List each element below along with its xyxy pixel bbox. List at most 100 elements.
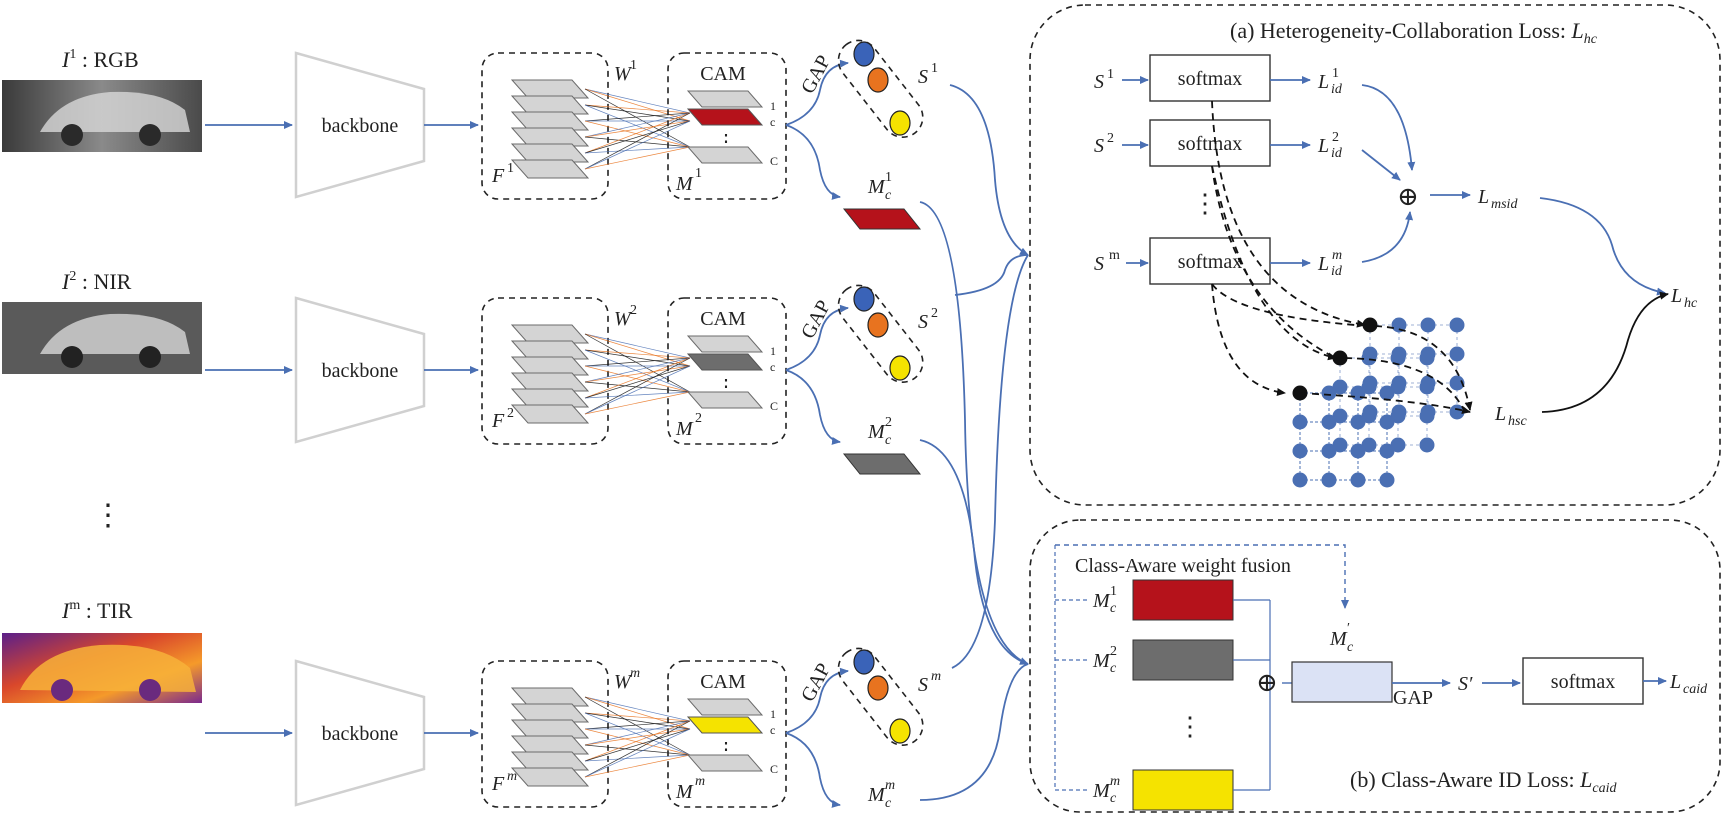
feature-node bbox=[1292, 414, 1308, 430]
cam-label: CAM bbox=[700, 63, 746, 85]
svg-text:L: L bbox=[1669, 671, 1681, 693]
svg-text:c: c bbox=[1347, 640, 1354, 655]
backbone-label: backbone bbox=[322, 723, 399, 745]
gap-label: GAP bbox=[797, 660, 835, 706]
svg-text:m: m bbox=[695, 774, 705, 789]
svg-text:m: m bbox=[1109, 248, 1120, 263]
panel-a: (a) Heterogeneity-Collaboration Loss: Lh… bbox=[1029, 4, 1721, 506]
feature-node bbox=[1321, 443, 1337, 459]
feature-node bbox=[1321, 414, 1337, 430]
feature-node bbox=[1390, 437, 1406, 453]
svg-text:L: L bbox=[1494, 403, 1506, 425]
svg-text:softmax: softmax bbox=[1178, 251, 1242, 273]
backbone-block bbox=[294, 296, 426, 444]
weight-symbol: W bbox=[614, 671, 633, 693]
backbone-block bbox=[294, 51, 426, 199]
svg-text:1: 1 bbox=[770, 707, 776, 721]
svg-text:id: id bbox=[1331, 82, 1343, 97]
svg-text:C: C bbox=[770, 399, 778, 413]
svg-text:m: m bbox=[885, 778, 895, 793]
feature-node bbox=[1420, 317, 1436, 333]
backbone-label: backbone bbox=[322, 360, 399, 382]
svg-text:2: 2 bbox=[1110, 644, 1117, 659]
feature-node bbox=[1419, 379, 1435, 395]
svg-text:1: 1 bbox=[770, 99, 776, 113]
mc-symbol: M bbox=[867, 176, 886, 198]
s-prime: S′ bbox=[1458, 673, 1473, 695]
feature-node bbox=[1419, 408, 1435, 424]
svg-text:1: 1 bbox=[507, 161, 514, 176]
svg-text:1: 1 bbox=[885, 170, 892, 185]
anchor-node bbox=[1362, 317, 1378, 333]
input-nir: I2 : NIR bbox=[2, 269, 202, 374]
svg-text:c: c bbox=[1110, 791, 1117, 806]
input-tir: Im : TIR bbox=[2, 598, 202, 703]
svg-text:1: 1 bbox=[931, 61, 938, 76]
cam-box bbox=[667, 660, 787, 808]
svg-text:1: 1 bbox=[1110, 584, 1117, 599]
svg-text:c: c bbox=[770, 723, 775, 737]
feature-node bbox=[1332, 379, 1348, 395]
svg-text:softmax: softmax bbox=[1551, 671, 1615, 693]
svg-text:c: c bbox=[885, 433, 892, 448]
mc-symbol: M bbox=[867, 421, 886, 443]
softmax-box-2: softmax bbox=[1149, 119, 1271, 167]
softmax-box-1: softmax bbox=[1149, 54, 1271, 102]
svg-text:2: 2 bbox=[1107, 131, 1114, 146]
feature-node bbox=[1379, 385, 1395, 401]
connectors bbox=[919, 84, 1029, 801]
sum-icon: ⊕ bbox=[1397, 182, 1419, 211]
svg-text:c: c bbox=[1110, 661, 1117, 676]
svg-text:1: 1 bbox=[770, 344, 776, 358]
panel-b-frame bbox=[1029, 519, 1721, 813]
svg-text:S: S bbox=[1094, 253, 1104, 275]
svg-text:S: S bbox=[1094, 71, 1104, 93]
caid-softmax-box: softmax bbox=[1522, 657, 1644, 705]
input-symbol: I bbox=[61, 269, 71, 294]
feature-node bbox=[1321, 385, 1337, 401]
score-capsule bbox=[837, 39, 924, 138]
feature-node bbox=[1332, 408, 1348, 424]
feature-node bbox=[1361, 350, 1377, 366]
svg-text:id: id bbox=[1331, 146, 1343, 161]
feature-node bbox=[1449, 375, 1465, 391]
svg-text:m: m bbox=[1110, 774, 1120, 789]
svg-text:1: 1 bbox=[630, 58, 637, 73]
svg-text:m: m bbox=[1332, 248, 1342, 263]
svg-text:S: S bbox=[1094, 135, 1104, 157]
softmax-ellipsis: ⋮ bbox=[1192, 189, 1218, 218]
svg-text:1: 1 bbox=[1332, 66, 1339, 81]
panel-b-gap: GAP bbox=[1393, 687, 1433, 709]
svg-text:1: 1 bbox=[695, 166, 702, 181]
cam-label: CAM bbox=[700, 308, 746, 330]
svg-text:c: c bbox=[885, 188, 892, 203]
svg-text:Im : TIR: Im : TIR bbox=[61, 598, 133, 623]
input-symbol: I bbox=[61, 47, 71, 72]
fusion-sum-icon: ⊕ bbox=[1256, 668, 1278, 697]
weight-symbol: W bbox=[614, 63, 633, 85]
panel-a-title: (a) Heterogeneity-Collaboration Loss: Lh… bbox=[1230, 18, 1598, 47]
panel-b-title: (b) Class-Aware ID Loss: Lcaid bbox=[1350, 767, 1618, 796]
svg-text:I2 : NIR: I2 : NIR bbox=[61, 269, 132, 294]
svg-text:C: C bbox=[770, 154, 778, 168]
cam-symbol: M bbox=[675, 781, 694, 803]
mc-map bbox=[842, 208, 922, 230]
feature-node bbox=[1419, 437, 1435, 453]
feature-node bbox=[1390, 379, 1406, 395]
mc-ellipsis: ⋮ bbox=[1177, 712, 1203, 741]
svg-text:m: m bbox=[931, 669, 941, 684]
feature-node bbox=[1350, 443, 1366, 459]
input-sup: 1 bbox=[69, 47, 76, 62]
svg-text:id: id bbox=[1331, 264, 1343, 279]
svg-text:M: M bbox=[1092, 780, 1111, 802]
svg-text:m: m bbox=[507, 769, 517, 784]
node-cube bbox=[1292, 317, 1465, 488]
